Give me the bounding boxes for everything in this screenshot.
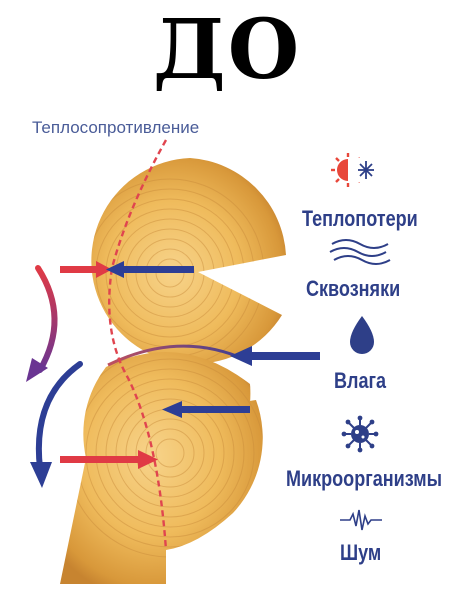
log-joint-diagram: [26, 139, 391, 584]
wind-icon: [329, 239, 391, 265]
thermal-resistance-label: Теплосопротивление: [32, 118, 200, 137]
legend-label-heat-loss: Теплопотери: [302, 206, 418, 231]
virus-icon: [341, 415, 379, 453]
legend-label-microorganisms: Микроорганизмы: [286, 466, 443, 491]
legend-label-moisture: Влага: [334, 368, 387, 393]
legend-label-drafts: Сквозняки: [306, 276, 401, 301]
upper-heat-arrow: [60, 261, 112, 278]
diagram-panel: Теплосопротивление Теплопотери Сквозняки…: [10, 118, 444, 584]
heat-flow-curve-arrow: [26, 265, 58, 382]
lower-cold-arrow: [162, 401, 250, 418]
upper-log: [91, 158, 286, 364]
joint-gap-line: [107, 344, 247, 367]
lower-heat-arrow: [60, 450, 158, 469]
page-title: ДО: [152, 2, 302, 98]
sun-snowflake-icon: [331, 153, 374, 187]
legend-label-noise: Шум: [340, 540, 382, 565]
lower-log: [60, 351, 263, 584]
water-drop-icon: [350, 316, 374, 354]
sound-wave-icon: [340, 509, 382, 531]
seal-cold-arrow: [230, 346, 320, 366]
upper-cold-arrow: [106, 261, 194, 278]
cold-flow-curve-arrow: [30, 361, 83, 488]
thermal-resistance-line: [108, 139, 168, 551]
